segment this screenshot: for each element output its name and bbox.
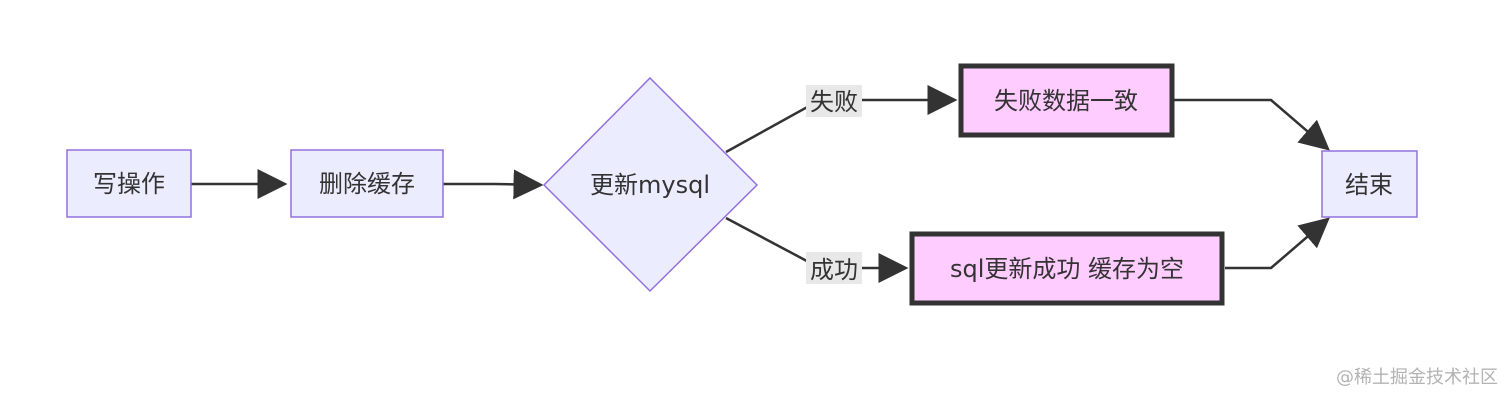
node-fail-consistent-label: 失败数据一致: [994, 87, 1138, 115]
node-update-mysql-label: 更新mysql: [590, 171, 710, 199]
node-fail-consistent: 失败数据一致: [958, 63, 1175, 138]
edge-label-fail-text: 失败: [810, 88, 858, 116]
node-delete-cache: 删除缓存: [290, 149, 444, 218]
edge-label-fail: 失败: [806, 85, 862, 117]
node-delete-cache-label: 删除缓存: [319, 170, 415, 198]
edge-fail-to-end: [1174, 98, 1330, 151]
node-end-label: 结束: [1345, 171, 1393, 199]
node-write-op: 写操作: [66, 149, 192, 218]
node-write-op-label: 写操作: [93, 170, 165, 198]
edge-label-success: 成功: [806, 252, 862, 284]
node-end: 结束: [1321, 150, 1418, 218]
edge-label-success-text: 成功: [810, 256, 858, 284]
node-sql-success-cache-empty: sql更新成功 缓存为空: [909, 231, 1225, 306]
node-sql-success-cache-empty-label: sql更新成功 缓存为空: [950, 255, 1184, 283]
edge-success-to-end: [1225, 217, 1330, 270]
watermark-text: @稀土掘金技术社区: [1336, 367, 1498, 388]
edge-delete-to-update: [443, 169, 544, 200]
node-update-mysql-decision: 更新mysql: [542, 76, 759, 293]
